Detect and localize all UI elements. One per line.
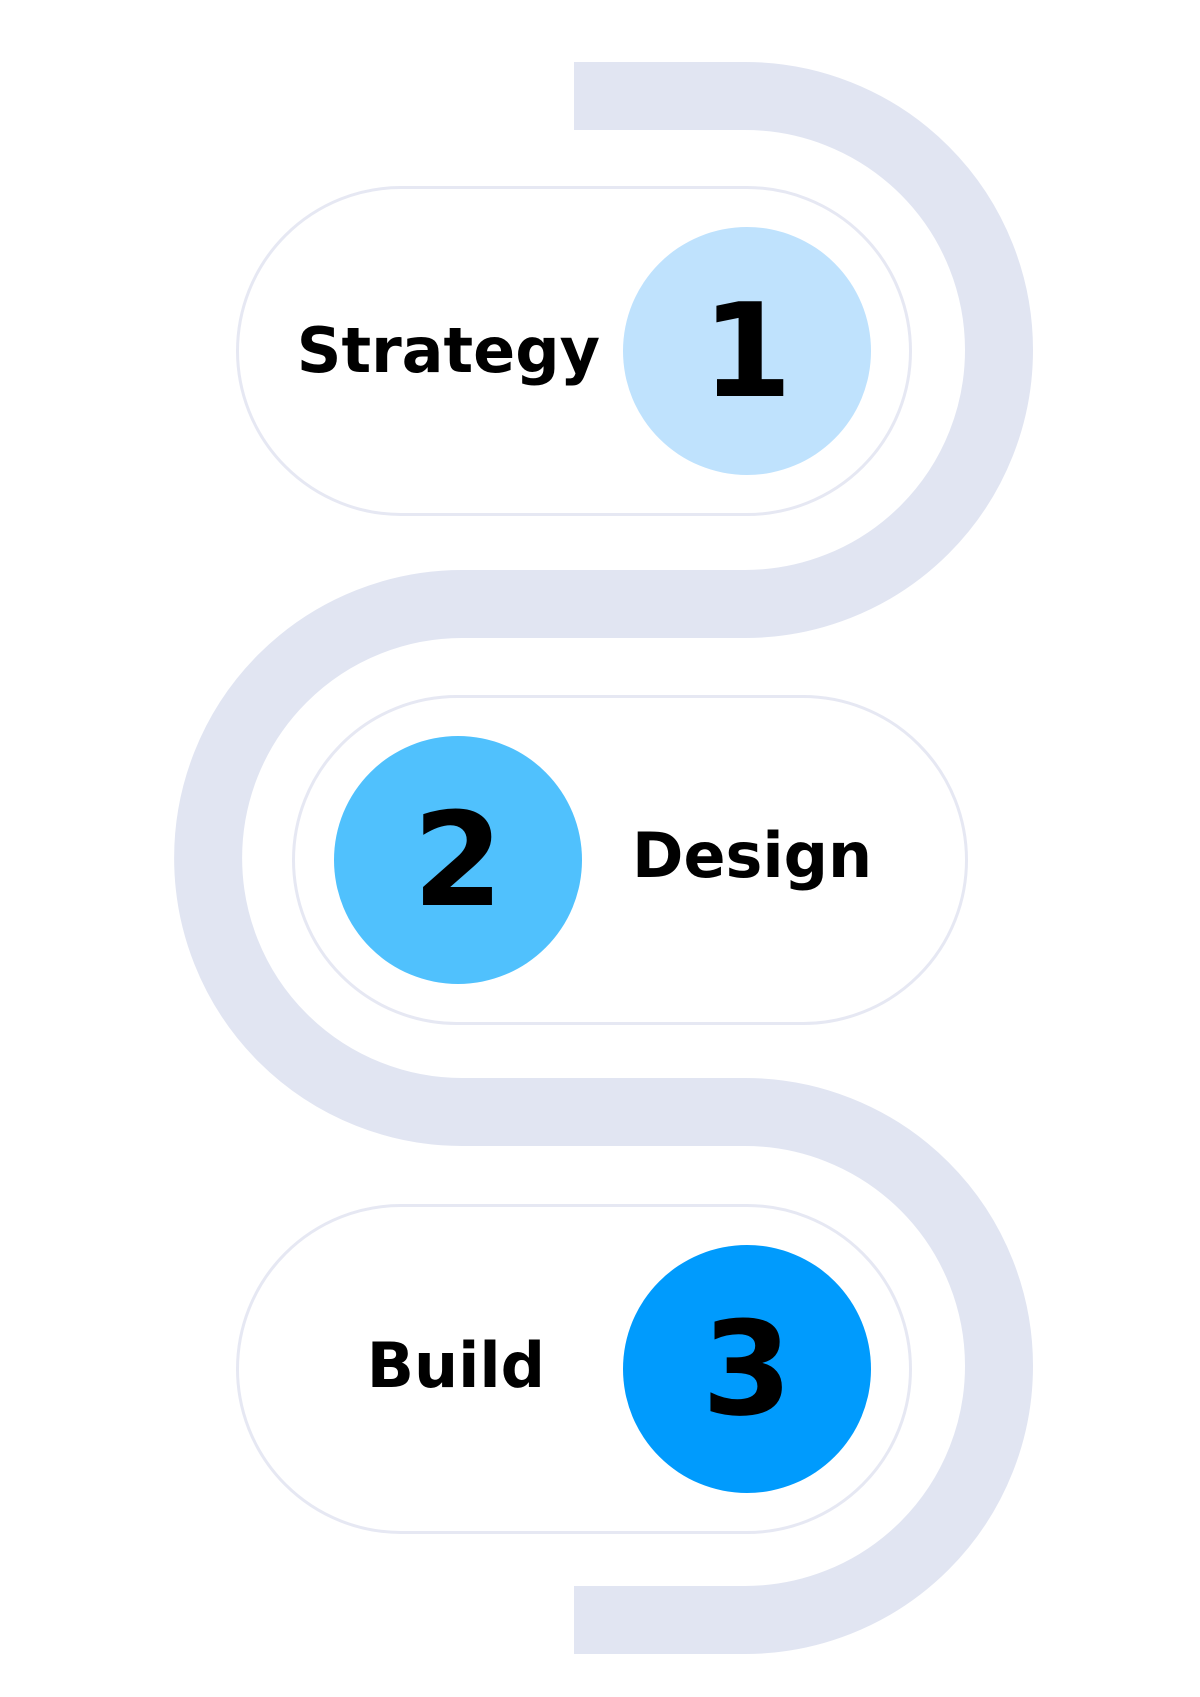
step-label-build: Build xyxy=(366,1329,545,1402)
track-path xyxy=(174,61,1033,1654)
step-label-strategy: Strategy xyxy=(296,314,600,387)
step-number-1: 1 xyxy=(623,227,871,475)
step-label-design: Design xyxy=(632,819,873,892)
step-number-3: 3 xyxy=(623,1245,871,1493)
step-number-2: 2 xyxy=(334,736,582,984)
